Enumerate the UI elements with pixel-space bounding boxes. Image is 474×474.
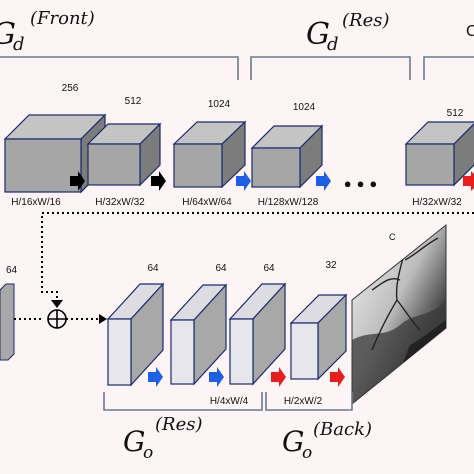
ellipsis-dots: ●●● xyxy=(344,176,383,191)
bottom-slab-1: 64 xyxy=(106,263,165,387)
bottom-brackets xyxy=(103,392,353,411)
block-channels: 64 xyxy=(6,265,18,276)
bracket-gd-right xyxy=(423,56,474,80)
block-resolution: H/32xW/32 xyxy=(95,197,145,208)
go-back-sup: (Back) xyxy=(313,419,372,440)
go-res-sub: o xyxy=(143,443,153,463)
sum-arrow-right xyxy=(99,314,107,324)
block-channels: 256 xyxy=(62,83,79,94)
arrow-blue-4 xyxy=(209,367,224,387)
block-resolution: H/32xW/32 xyxy=(412,197,462,208)
output-image: C xyxy=(351,223,447,406)
arrow-blue-1 xyxy=(236,171,251,191)
block-channels: 1024 xyxy=(208,99,231,110)
arrow-black-1 xyxy=(70,171,85,191)
bracket-go-res xyxy=(103,392,263,411)
bracket-gd-front xyxy=(0,56,239,80)
go-back-base: G xyxy=(282,425,304,458)
skip-connection-line xyxy=(41,212,474,304)
block-resolution: H/4xW/4 xyxy=(210,396,249,407)
block-channels: 32 xyxy=(325,260,337,271)
block-channels: 512 xyxy=(447,108,464,119)
block-resolution: H/128xW/128 xyxy=(258,197,319,208)
top-cube-5: 512 H/32xW/32 xyxy=(404,108,474,208)
arrow-red-top xyxy=(463,171,474,191)
arrow-red-1 xyxy=(271,367,286,387)
image-caption: C xyxy=(389,232,396,242)
top-cube-2: 512 H/32xW/32 xyxy=(86,96,162,208)
gd-res-sup: (Res) xyxy=(342,10,390,31)
sum-node xyxy=(47,309,67,329)
block-channels: 512 xyxy=(125,96,142,107)
gd-front-title: G d (Front) xyxy=(0,8,95,55)
block-channels: 64 xyxy=(263,263,275,274)
arrow-black-2 xyxy=(151,171,166,191)
bracket-gd-res xyxy=(250,56,411,80)
go-back-title: G o (Back) xyxy=(282,419,372,463)
bottom-slab-4: 32 H/2xW/2 xyxy=(284,260,348,407)
block-resolution: H/64xW/64 xyxy=(182,197,232,208)
gd-front-sub: d xyxy=(13,34,25,55)
arrow-blue-3 xyxy=(148,367,163,387)
arrow-blue-2 xyxy=(316,171,331,191)
bracket-go-back xyxy=(265,392,353,411)
gd-front-sup: (Front) xyxy=(30,8,95,29)
gd-res-sub: d xyxy=(327,34,339,55)
block-resolution: H/2xW/2 xyxy=(284,396,323,407)
gd-front-base: G xyxy=(0,17,16,52)
block-channels: 64 xyxy=(215,263,227,274)
arrow-red-2 xyxy=(330,367,345,387)
top-cube-4: 1024 H/128xW/128 xyxy=(250,102,324,208)
go-res-title: G o (Res) xyxy=(123,414,203,463)
go-res-sup: (Res) xyxy=(155,414,203,435)
top-cube-3: 1024 H/64xW/64 xyxy=(172,99,247,208)
gd-res-title: G d (Res) xyxy=(306,10,390,55)
block-channels: 1024 xyxy=(293,102,316,113)
top-brackets xyxy=(0,56,474,80)
block-resolution: H/16xW/16 xyxy=(11,197,61,208)
block-channels: 64 xyxy=(147,263,159,274)
bottom-slab-partial: 64 xyxy=(0,265,18,361)
skip-arrow-down xyxy=(51,300,63,308)
edge-letter: C xyxy=(466,23,474,40)
gd-res-base: G xyxy=(306,17,330,52)
bottom-slab-3: 64 H/4xW/4 xyxy=(210,263,287,407)
go-res-base: G xyxy=(123,425,145,458)
go-back-sub: o xyxy=(302,443,312,463)
bottom-slab-2: 64 xyxy=(169,263,228,386)
